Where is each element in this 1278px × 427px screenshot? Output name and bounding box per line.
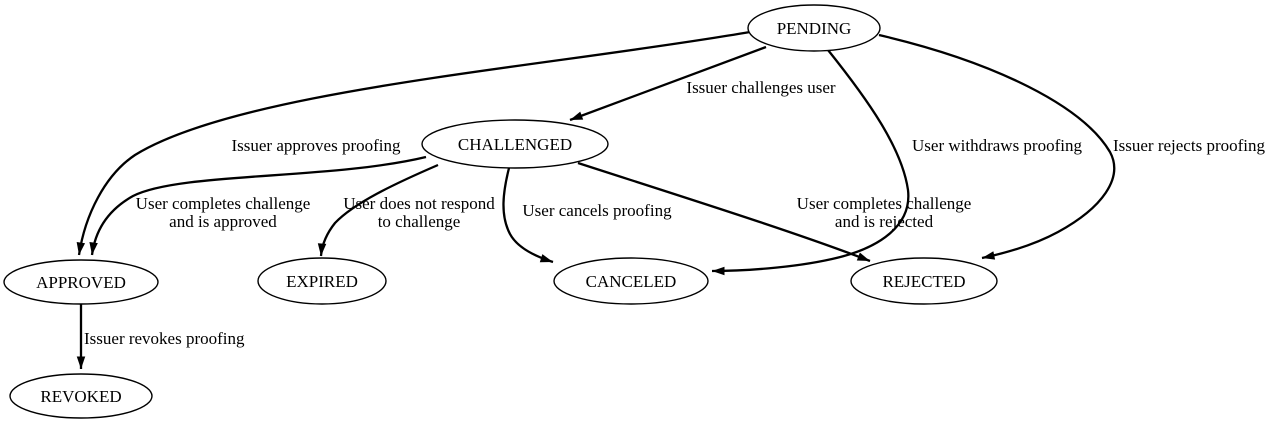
edge-label-challenged-expired-line1: User does not respond (343, 194, 495, 213)
node-canceled: CANCELED (553, 257, 709, 305)
edge-label-approved-revoked: Issuer revokes proofing (84, 329, 245, 348)
node-revoked-shape (9, 373, 153, 419)
node-expired-shape (257, 257, 387, 305)
edge-label-pending-canceled: User withdraws proofing (912, 136, 1082, 155)
edge-label-challenged-approved-line2: and is approved (169, 212, 277, 231)
edge-challenged-canceled (502, 167, 554, 264)
edge-pending-challenged (569, 45, 767, 122)
edges (76, 30, 1116, 369)
node-canceled-label: CANCELED (586, 272, 677, 291)
edge-pending-approved (76, 30, 751, 256)
node-expired-label: EXPIRED (286, 272, 358, 291)
node-challenged-label: CHALLENGED (458, 135, 572, 154)
node-approved-label: APPROVED (36, 273, 126, 292)
edge-label-challenged-rejected-line1: User completes challenge (797, 194, 972, 213)
edge-label-challenged-approved-line1: User completes challenge (136, 194, 311, 213)
nodes: PENDING CHALLENGED APPROVED EXPIRED CANC… (3, 4, 998, 419)
node-revoked-label: REVOKED (40, 387, 121, 406)
edge-label-pending-challenged: Issuer challenges user (686, 78, 836, 97)
edge-challenged-approved (89, 155, 427, 256)
node-canceled-shape (553, 257, 709, 305)
node-rejected: REJECTED (850, 257, 998, 305)
node-approved-shape (3, 259, 159, 305)
edge-challenged-expired (317, 163, 439, 257)
edge-pending-canceled (711, 49, 910, 276)
node-pending: PENDING (747, 4, 881, 52)
node-pending-shape (747, 4, 881, 52)
node-expired: EXPIRED (257, 257, 387, 305)
edge-label-challenged-rejected-line2: and is rejected (835, 212, 934, 231)
node-rejected-label: REJECTED (882, 272, 965, 291)
node-pending-label: PENDING (777, 19, 852, 38)
edge-challenged-rejected (577, 161, 871, 263)
node-rejected-shape (850, 257, 998, 305)
node-challenged: CHALLENGED (421, 119, 609, 169)
edge-label-pending-approved: Issuer approves proofing (231, 136, 401, 155)
edge-label-pending-rejected: Issuer rejects proofing (1113, 136, 1266, 155)
edge-label-challenged-canceled: User cancels proofing (522, 201, 672, 220)
node-revoked: REVOKED (9, 373, 153, 419)
edge-pending-rejected (878, 33, 1116, 260)
edge-label-challenged-expired-line2: to challenge (378, 212, 461, 231)
node-approved: APPROVED (3, 259, 159, 305)
edge-labels: Issuer challenges user Issuer approves p… (84, 78, 1265, 348)
node-challenged-shape (421, 119, 609, 169)
